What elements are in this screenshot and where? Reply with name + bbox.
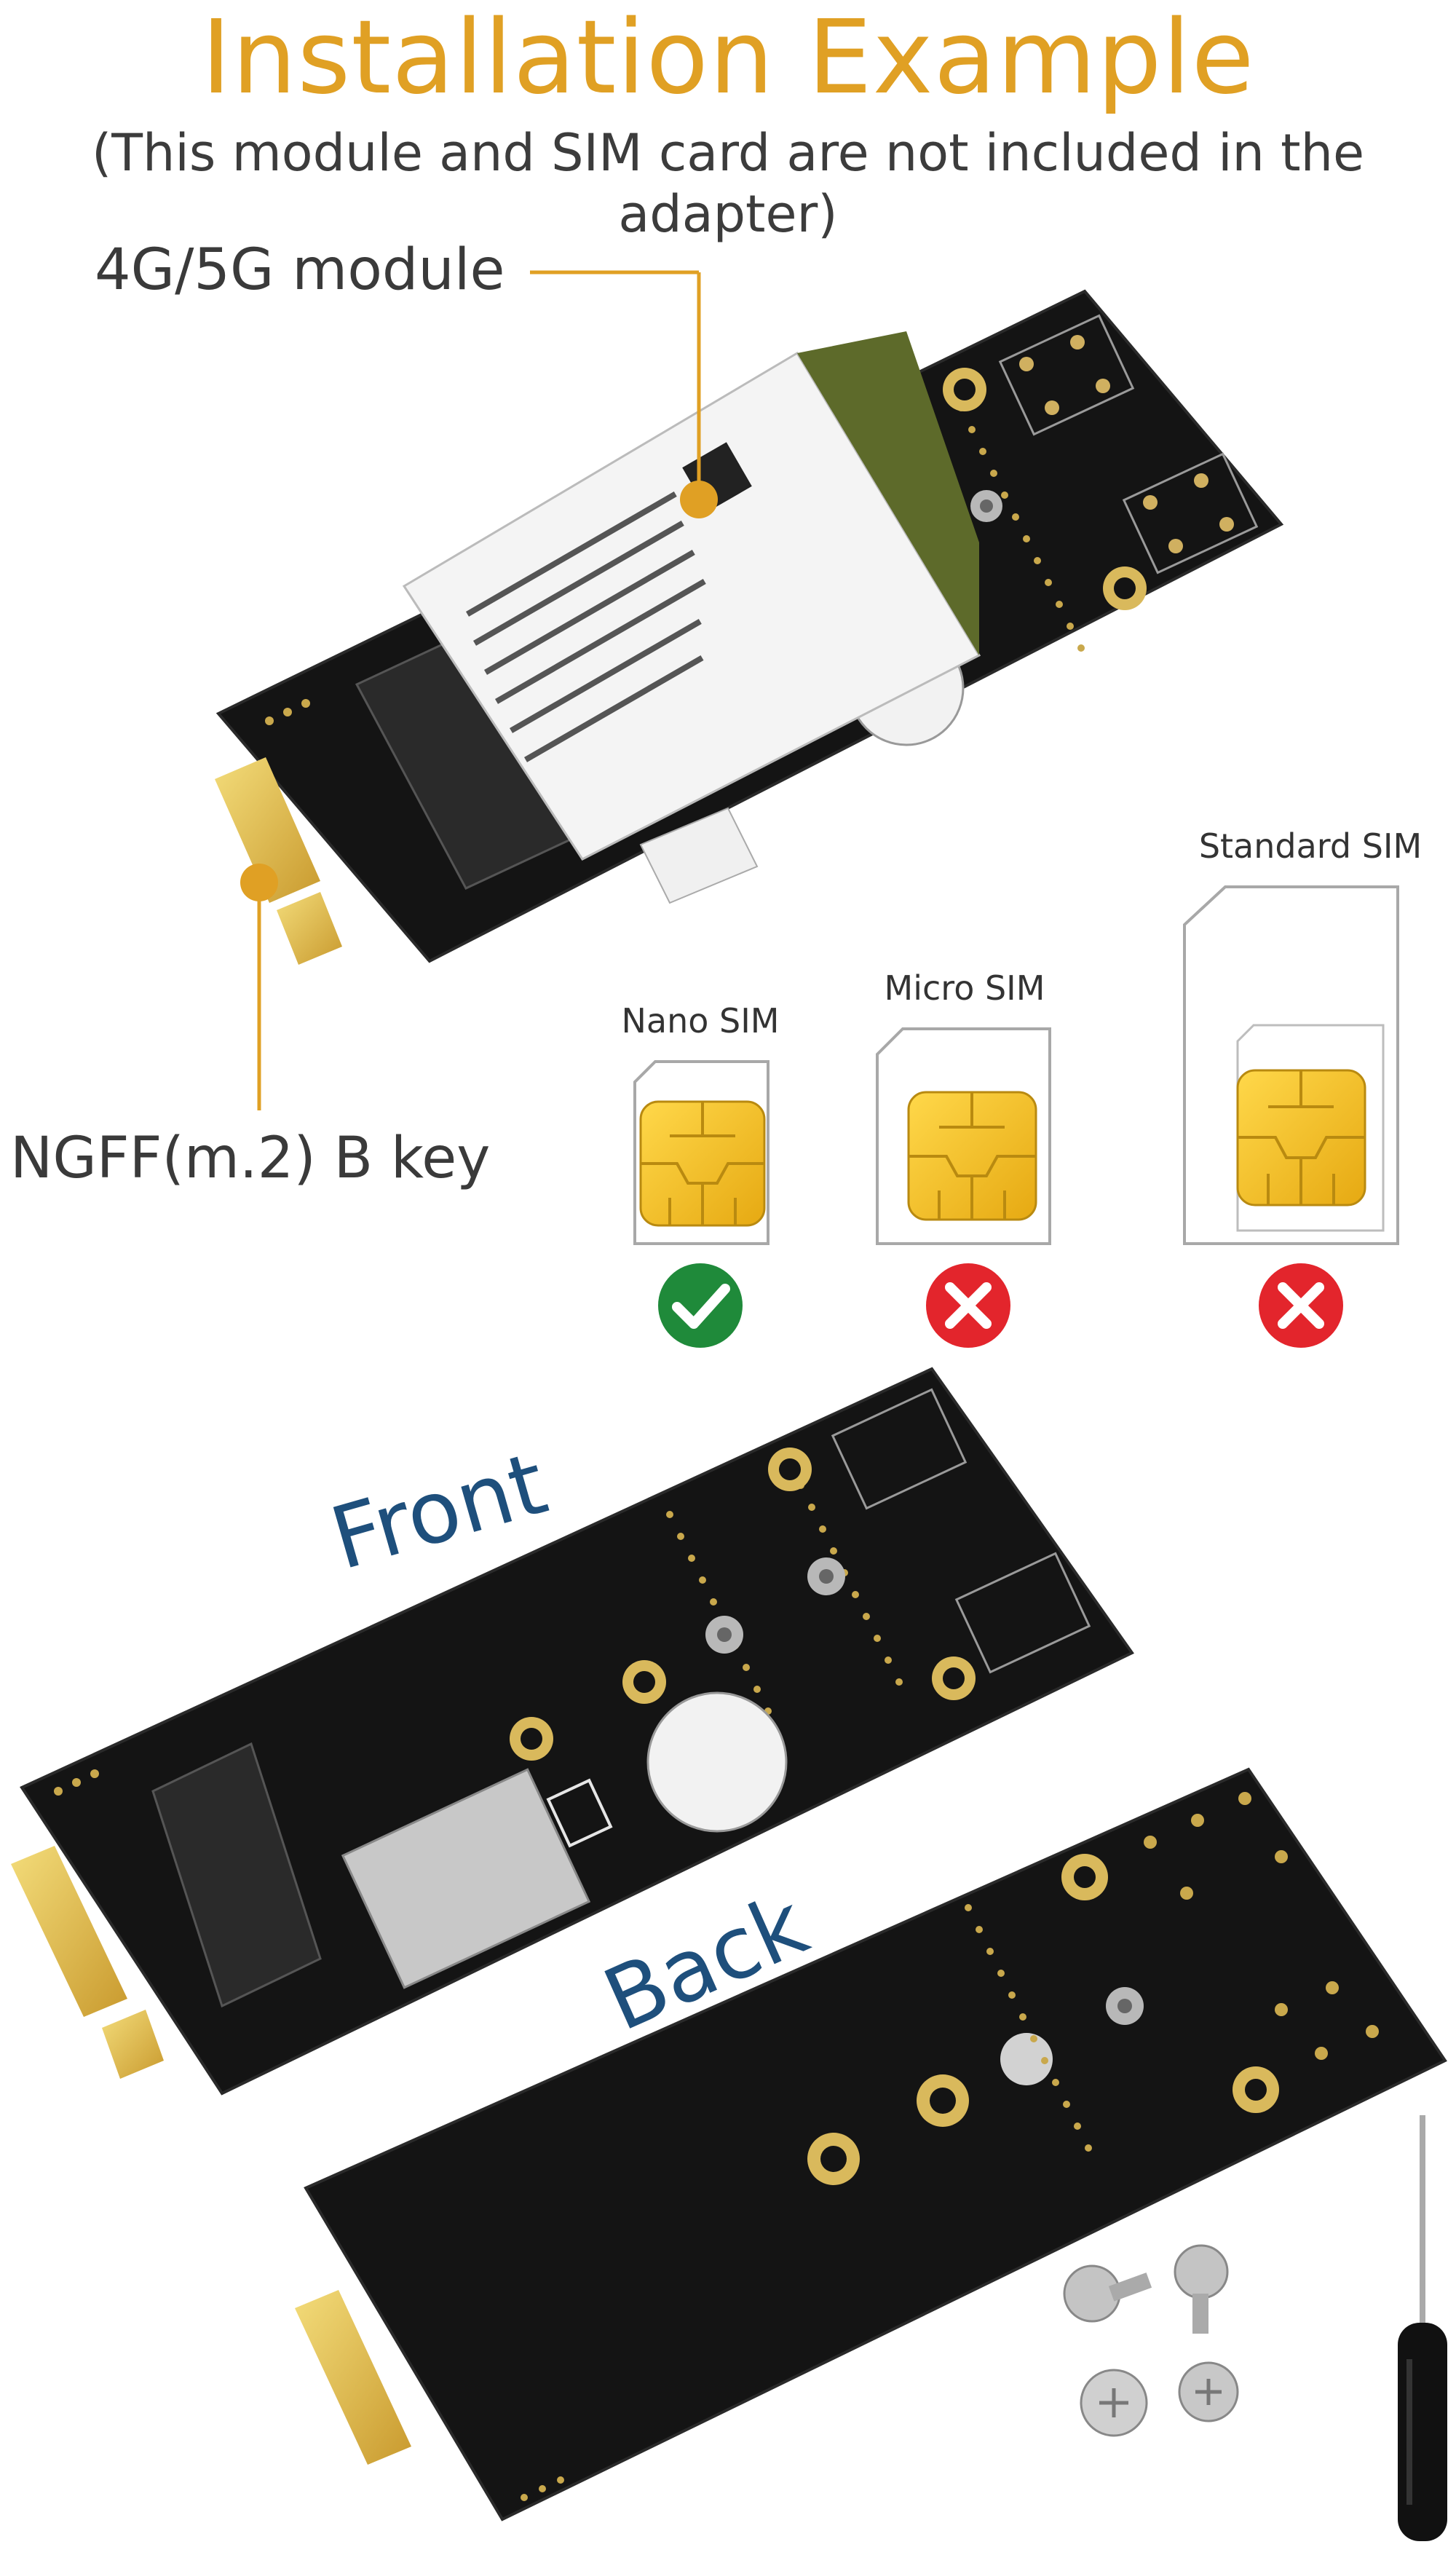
screwdriver-icon: [1398, 2115, 1447, 2541]
key-callout-label: NGFF(m.2) B key: [10, 1126, 491, 1191]
key-callout-dot: [240, 864, 278, 901]
standard-sim-label: Standard SIM: [1198, 826, 1423, 866]
adapter-board-with-module: [215, 289, 1284, 965]
page-subtitle: (This module and SIM card are not includ…: [91, 123, 1365, 244]
module-callout-label: 4G/5G module: [95, 237, 505, 303]
micro-sim-card: [876, 1027, 1051, 1245]
screws: [1063, 2244, 1239, 2437]
adapter-board-back: [295, 1767, 1447, 2522]
page-title: Installation Example: [201, 0, 1255, 117]
nano-sim-card: [633, 1060, 769, 1245]
sim-comparison: [633, 885, 1399, 1245]
module-callout-line: [530, 270, 701, 499]
check-icon: [658, 1263, 743, 1348]
adapter-board-front: [11, 1367, 1134, 2096]
cross-icon: [926, 1263, 1010, 1348]
cross-icon: [1259, 1263, 1343, 1348]
micro-sim-label: Micro SIM: [884, 968, 1045, 1008]
standard-sim-card: [1183, 885, 1399, 1245]
module-callout-dot: [680, 481, 718, 518]
nano-sim-label: Nano SIM: [621, 1001, 780, 1040]
